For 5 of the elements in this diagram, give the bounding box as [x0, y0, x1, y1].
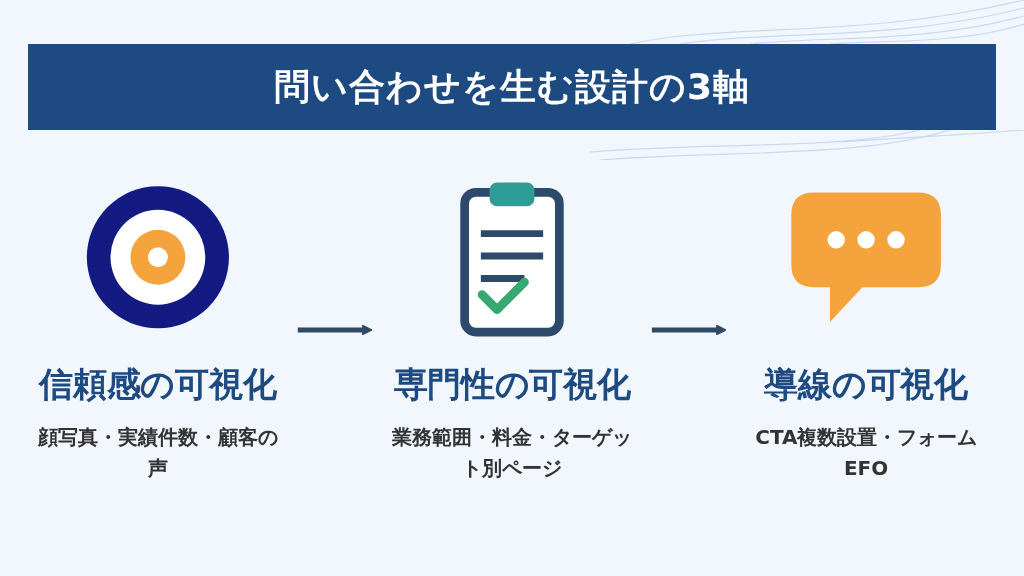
- step-heading: 導線の可視化: [763, 363, 969, 406]
- title-banner: 問い合わせを生む設計の3軸: [28, 44, 996, 130]
- step-description: CTA複数設置・フォームEFO: [755, 425, 977, 481]
- arrow: [651, 324, 727, 336]
- arrow: [297, 324, 373, 336]
